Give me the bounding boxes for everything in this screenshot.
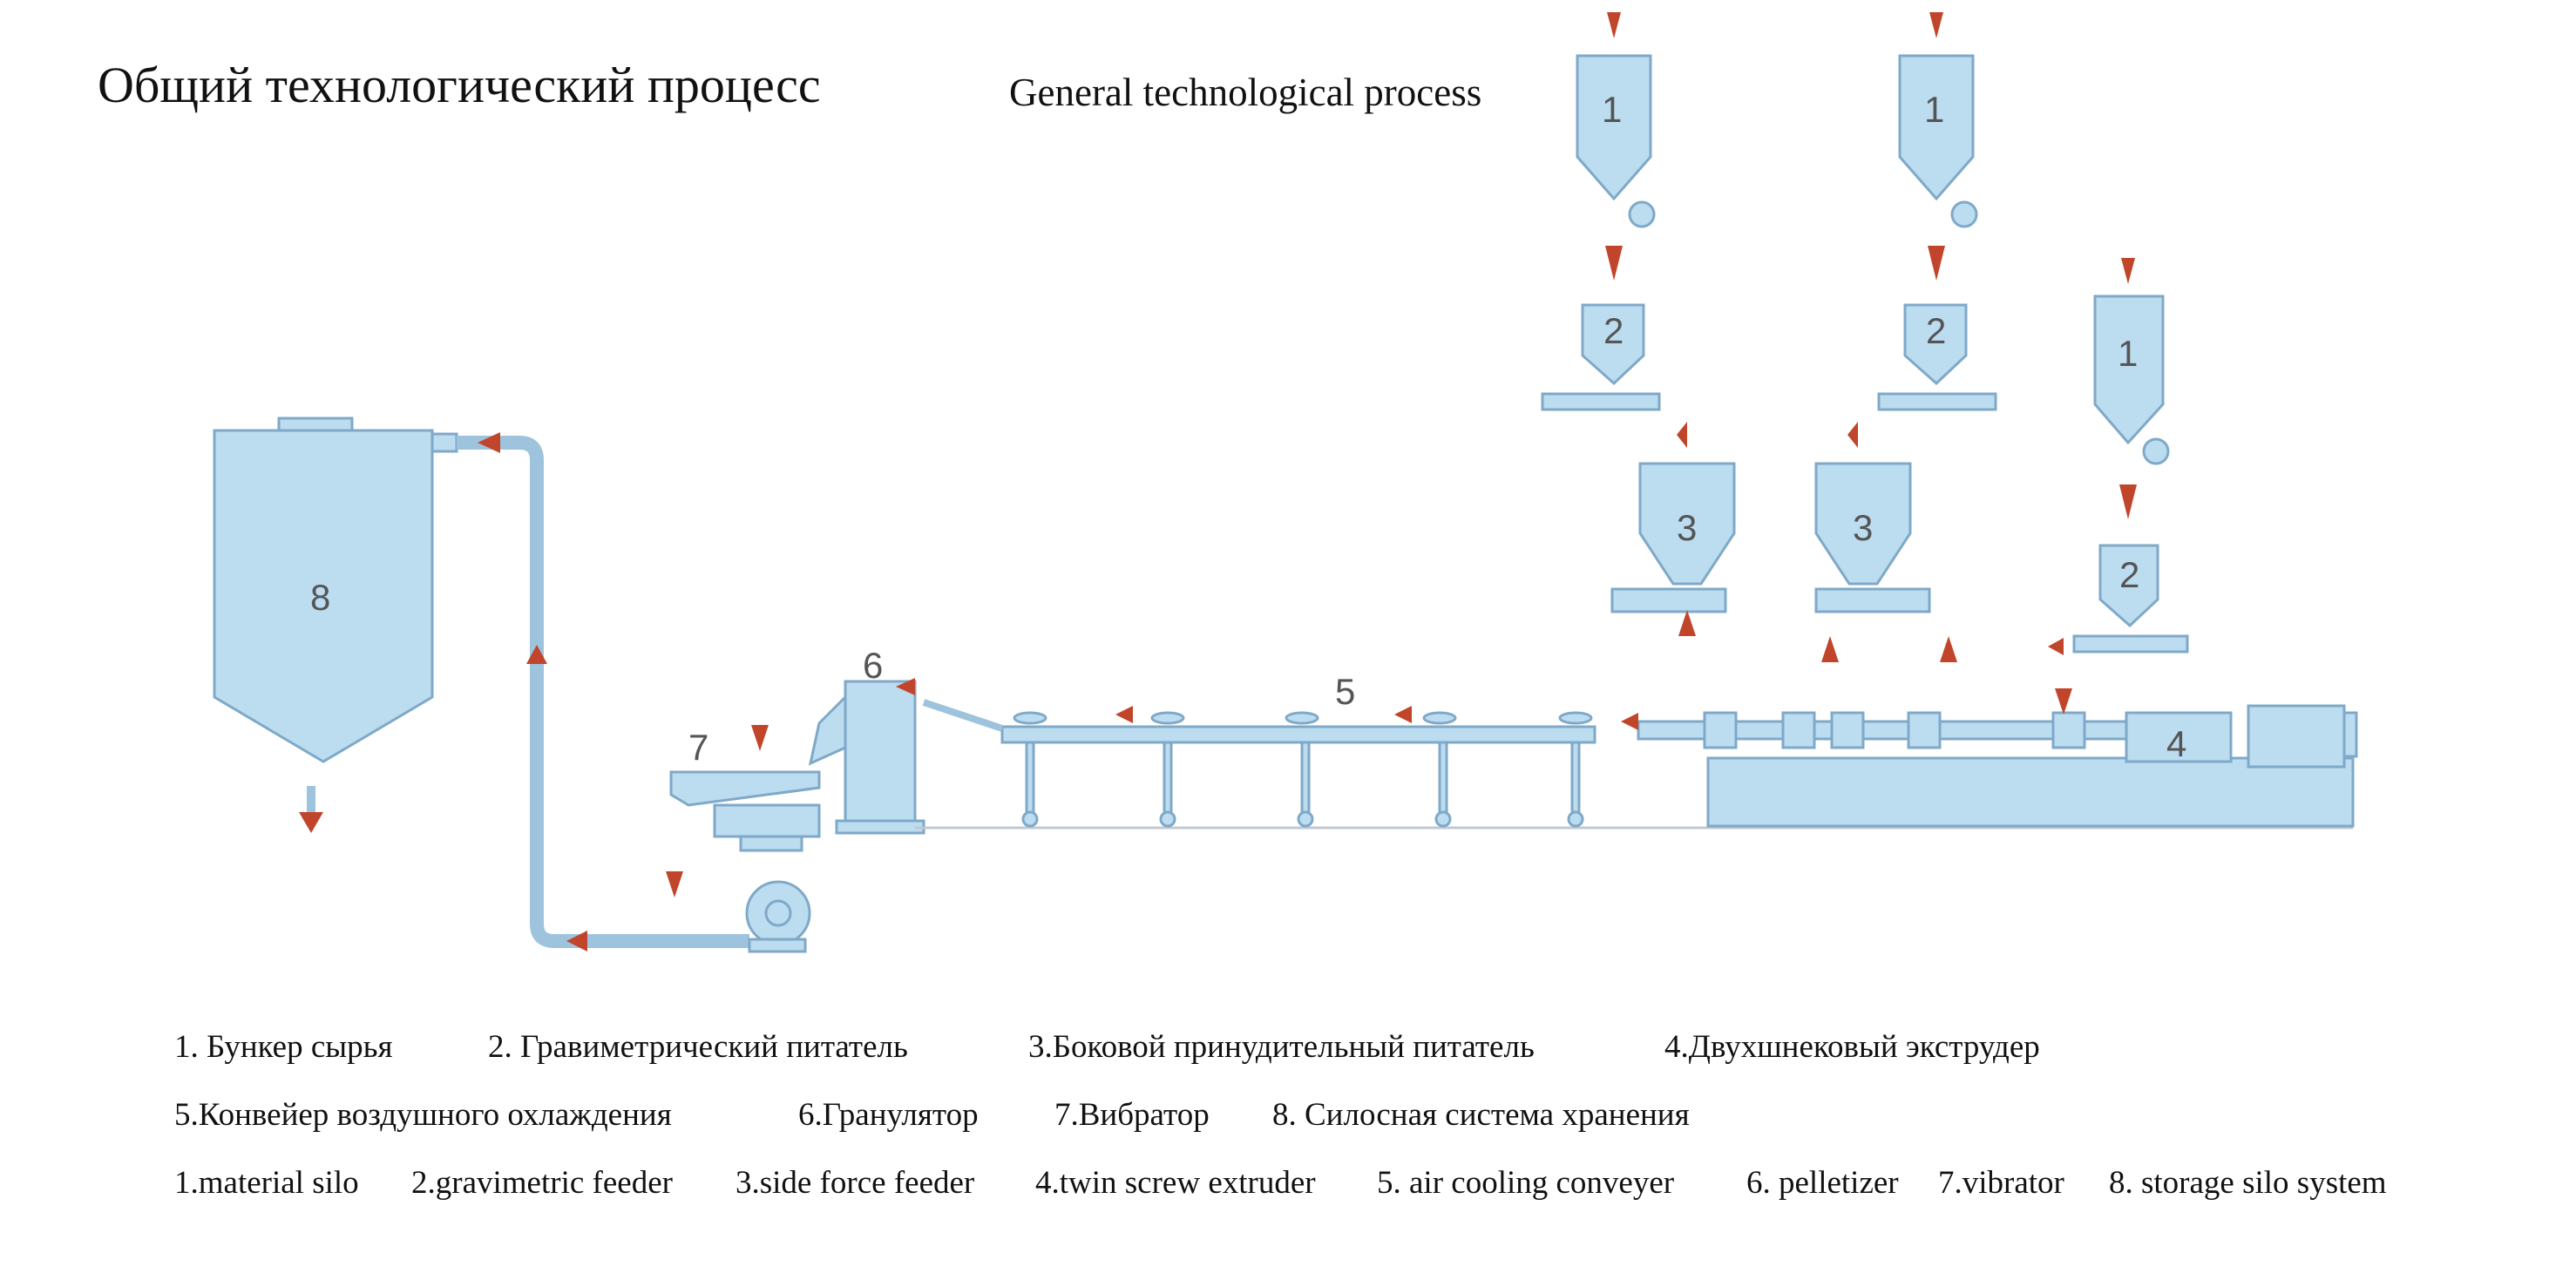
side-feeder-label-2: 3 (1853, 507, 1873, 548)
legend-ru-item: 8. Силосная система хранения (1272, 1097, 1690, 1133)
legend-en-item: 1.material silo (174, 1165, 359, 1201)
legend-ru-item: 7.Вибратор (1054, 1097, 1210, 1133)
legend-en-item: 3.side force feeder (736, 1165, 975, 1201)
legend-ru-item: 1. Бункер сырья (174, 1029, 393, 1065)
cooling-conveyor (915, 699, 2353, 830)
vibrator-label: 7 (688, 727, 708, 768)
feeder-label-1: 2 (1603, 310, 1624, 351)
twin-screw-extruder (1637, 704, 2358, 828)
flow-arrows (478, 12, 2137, 952)
legend-ru-item: 4.Двухшнековый экструдер (1664, 1029, 2040, 1065)
pelletizer (808, 680, 925, 835)
storage-silo (213, 417, 458, 763)
legend-en-item: 8. storage silo system (2109, 1165, 2387, 1201)
conveyor-label: 5 (1335, 671, 1355, 712)
legend-ru-item: 2. Гравиметрический питатель (488, 1029, 908, 1065)
title-english: General technological process (1009, 71, 1482, 114)
pelletizer-label: 6 (863, 645, 883, 686)
silo-top-pipe (457, 436, 749, 948)
raw-material-hopper-2 (1898, 54, 1978, 228)
legend-ru-item: 6.Гранулятор (798, 1097, 979, 1133)
gravimetric-feeder-3 (2072, 544, 2189, 654)
gravimetric-feeder-2 (1877, 303, 1997, 411)
legend-en-item: 6. pelletizer (1746, 1165, 1899, 1201)
raw-material-hopper-3 (2093, 295, 2170, 465)
vibrator (669, 770, 821, 852)
silo-outlet-arrow (299, 786, 323, 833)
legend-en-item: 4.twin screw extruder (1035, 1165, 1316, 1201)
legend-ru-item: 5.Конвейер воздушного охлаждения (174, 1097, 672, 1133)
legend-en-item: 5. air cooling conveyer (1377, 1165, 1675, 1201)
side-feeder-label-1: 3 (1677, 507, 1697, 548)
legend-en-item: 2.gravimetric feeder (411, 1165, 673, 1201)
feeder-label-2: 2 (1926, 310, 1946, 351)
legend-ru-item: 3.Боковой принудительный питатель (1028, 1029, 1535, 1065)
side-force-feeder-1 (1610, 462, 1736, 613)
hopper-label-1: 1 (1602, 89, 1622, 130)
extruder-label: 4 (2166, 723, 2186, 764)
legend-en-item: 7.vibrator (1938, 1165, 2064, 1201)
hopper-label-2: 1 (1924, 89, 1944, 130)
feeder-label-3: 2 (2119, 554, 2139, 595)
blower-fan (745, 880, 811, 953)
silo-label: 8 (310, 577, 330, 618)
raw-material-hopper-1 (1576, 54, 1656, 228)
side-force-feeder-2 (1814, 462, 1931, 613)
hopper-label-3: 1 (2118, 333, 2138, 374)
title-russian: Общий технологический процесс (98, 57, 821, 113)
gravimetric-feeder-1 (1541, 303, 1661, 411)
